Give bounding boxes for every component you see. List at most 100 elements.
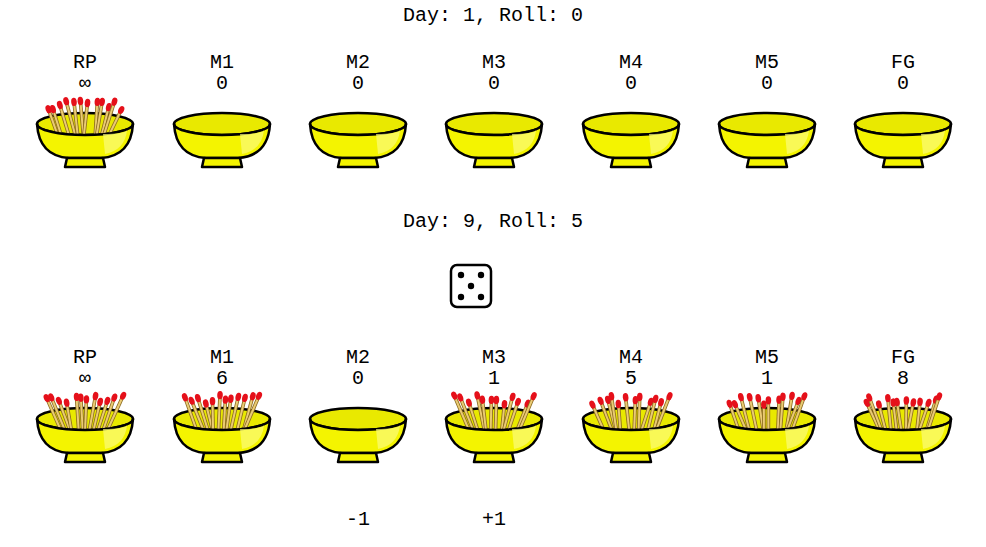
match-head xyxy=(96,397,103,406)
match-head xyxy=(917,397,923,406)
bowl-body xyxy=(310,124,406,158)
dice-pip xyxy=(478,294,484,300)
bowl-count: 8 xyxy=(843,368,963,389)
match-head xyxy=(78,393,84,402)
bowl-body xyxy=(174,419,270,453)
bowl-name: M2 xyxy=(298,52,418,73)
bowl-illustration xyxy=(25,104,145,174)
match-head xyxy=(894,397,901,406)
bowl-body xyxy=(37,124,133,158)
match-head xyxy=(493,396,499,405)
match-head xyxy=(780,392,786,401)
bowl-name: FG xyxy=(843,52,963,73)
match-head xyxy=(509,392,517,402)
match-head xyxy=(255,391,263,401)
bowl-illustration xyxy=(25,399,145,469)
match-head xyxy=(210,397,216,406)
match-head xyxy=(925,398,933,408)
match-head xyxy=(56,100,64,110)
bowl-name: RP xyxy=(25,52,145,73)
bowl-highlight xyxy=(921,425,945,449)
match-head xyxy=(71,97,77,106)
bowl-illustration xyxy=(843,104,963,174)
match-head xyxy=(622,393,628,402)
match-head xyxy=(731,399,739,409)
bowl-node: M40 xyxy=(571,52,691,176)
match-head xyxy=(187,396,195,406)
match-head xyxy=(615,400,621,409)
match-head xyxy=(637,393,643,402)
bowl-body xyxy=(446,419,542,453)
bowl-body xyxy=(583,124,679,158)
bowl-shape xyxy=(855,392,951,462)
bowl-count: 0 xyxy=(298,368,418,389)
match-head xyxy=(608,392,615,401)
bowl-shape xyxy=(174,391,270,462)
bowl-foot xyxy=(338,453,378,462)
bowl-name: M3 xyxy=(434,347,554,368)
bowl-illustration xyxy=(571,399,691,469)
match-head xyxy=(657,398,665,408)
dice-icon xyxy=(449,263,493,309)
bowl-foot xyxy=(474,453,514,462)
match-head xyxy=(222,395,228,404)
bowl-foot xyxy=(611,453,651,462)
bowl-illustration xyxy=(298,104,418,174)
bowl-shape xyxy=(310,408,406,462)
bowl-name: RP xyxy=(25,347,145,368)
bowl-count: 6 xyxy=(162,368,282,389)
bowl-highlight xyxy=(785,425,809,449)
bowl-node: M50 xyxy=(707,52,827,176)
bowl-foot xyxy=(65,453,105,462)
bowl-foot xyxy=(65,158,105,167)
change-label: -1 xyxy=(346,509,370,531)
bowl-count: 1 xyxy=(434,368,554,389)
match-head xyxy=(99,97,106,106)
bowl-name: M1 xyxy=(162,52,282,73)
bowl-name: FG xyxy=(843,347,963,368)
match-head xyxy=(227,394,234,403)
bowl-count: 0 xyxy=(298,73,418,94)
bowl-illustration xyxy=(707,104,827,174)
match-head xyxy=(935,392,943,402)
bowl-highlight xyxy=(240,130,264,154)
change-label: +1 xyxy=(482,509,506,531)
bowl-shape xyxy=(446,113,542,167)
bowl-highlight xyxy=(512,130,536,154)
bowl-body xyxy=(855,124,951,158)
match-head xyxy=(479,395,486,404)
bowl-count: ∞ xyxy=(25,73,145,94)
bowl-shape xyxy=(310,113,406,167)
bowl-count: 1 xyxy=(707,368,827,389)
bowl-name: M1 xyxy=(162,347,282,368)
bowl-foot xyxy=(202,158,242,167)
bowl-illustration xyxy=(434,104,554,174)
match-head xyxy=(456,392,464,402)
dice-pip xyxy=(468,283,474,289)
match-head xyxy=(766,396,772,404)
bowl-shape xyxy=(174,113,270,167)
match-head xyxy=(110,393,118,403)
match-head xyxy=(62,96,70,106)
bowl-highlight xyxy=(240,425,264,449)
match-head xyxy=(217,391,223,400)
bowl-node: M20 xyxy=(298,347,418,471)
match-head xyxy=(489,396,495,405)
match-head xyxy=(181,392,189,402)
bowl-node: RP∞ xyxy=(25,347,145,471)
bowl-foot xyxy=(747,453,787,462)
bowl-highlight xyxy=(512,425,536,449)
bowl-foot xyxy=(883,453,923,462)
bowl-node: M31 xyxy=(434,347,554,471)
bowl-node: M20 xyxy=(298,52,418,176)
bowl-node: FG8 xyxy=(843,347,963,471)
bowl-highlight xyxy=(103,425,127,449)
bowl-highlight xyxy=(376,130,400,154)
bowl-count: 5 xyxy=(571,368,691,389)
match-head xyxy=(910,398,917,407)
dice-pip xyxy=(478,272,484,278)
bowl-foot xyxy=(474,158,514,167)
match-head xyxy=(84,99,91,108)
bowl-highlight xyxy=(649,425,673,449)
